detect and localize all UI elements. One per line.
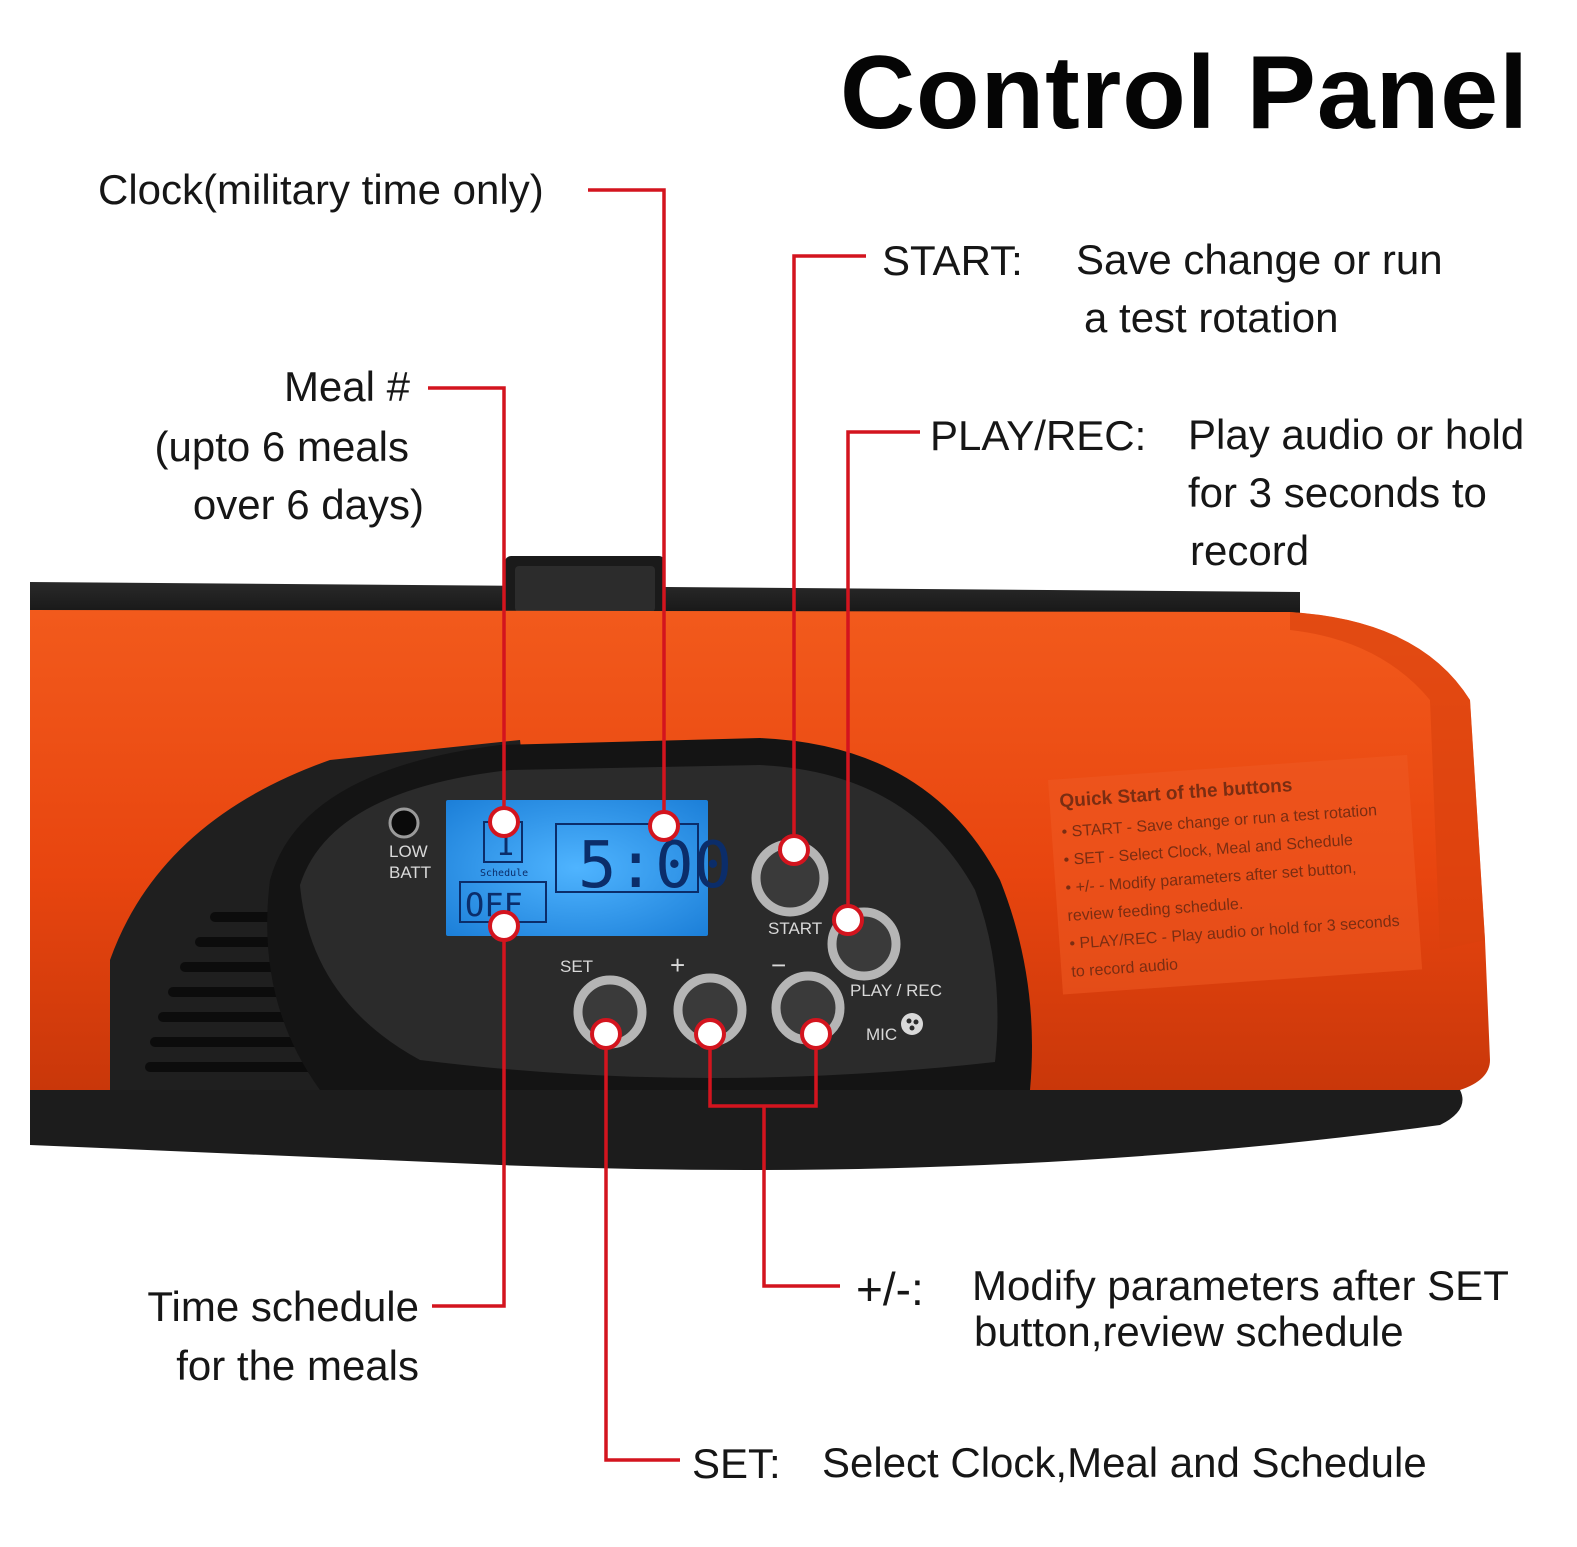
low-batt-indicator xyxy=(388,807,420,839)
meal-callout-line-2: (upto 6 meals xyxy=(154,423,409,470)
start-callout-line-2: a test rotation xyxy=(1084,294,1339,341)
play-rec-callout-line-1: Play audio or hold xyxy=(1188,411,1525,458)
schedule-marker xyxy=(488,910,520,942)
clock-leader xyxy=(588,188,666,826)
set-callout-line-1: Select Clock,Meal and Schedule xyxy=(822,1439,1427,1486)
play-rec-button-label: PLAY / REC xyxy=(850,981,942,1000)
minus-marker xyxy=(800,1018,832,1050)
low-batt-label-1: LOW xyxy=(389,842,428,861)
start-marker xyxy=(778,834,810,866)
play-rec-marker xyxy=(832,904,864,936)
plus-minus-leader xyxy=(708,1034,818,1108)
minus-button-label: − xyxy=(771,950,786,980)
base xyxy=(30,1090,1463,1170)
set-leader xyxy=(604,1034,680,1462)
meal-callout-line-1: Meal # xyxy=(283,363,410,410)
schedule-leader xyxy=(432,926,506,1308)
mic-label: MIC xyxy=(866,1025,897,1044)
play-rec-callout-line-3: record xyxy=(1190,527,1310,574)
schedule-callout-line-2: for the meals xyxy=(176,1342,419,1389)
low-batt-label-2: BATT xyxy=(389,863,431,882)
set-marker xyxy=(590,1018,622,1050)
page-title: Control Panel xyxy=(839,35,1529,151)
clock-marker xyxy=(648,810,680,842)
plus-minus-leader-stem xyxy=(762,1106,840,1288)
quick-start-sticker: Quick Start of the buttons • START - Sav… xyxy=(1048,754,1423,995)
set-callout-heading: SET: xyxy=(692,1440,781,1487)
start-callout-line-1: Save change or run xyxy=(1076,236,1443,283)
plus-button-label: + xyxy=(670,950,685,980)
schedule-callout-line-1: Time schedule xyxy=(147,1283,419,1330)
lcd-schedule-label: Schedule xyxy=(480,868,528,879)
mic-icon xyxy=(901,1013,923,1035)
plus-minus-callout-line-2: button,review schedule xyxy=(974,1308,1404,1355)
plus-minus-callout-heading: +/-: xyxy=(856,1263,924,1315)
meal-leader xyxy=(428,386,506,822)
play-rec-callout-line-2: for 3 seconds to xyxy=(1188,469,1487,516)
play-rec-leader xyxy=(846,430,920,920)
start-callout-heading: START: xyxy=(882,237,1023,284)
clock-callout: Clock(military time only) xyxy=(98,166,544,213)
meal-callout-line-3: over 6 days) xyxy=(192,481,424,528)
play-rec-callout-heading: PLAY/REC: xyxy=(930,412,1147,459)
plus-minus-callout-line-1: Modify parameters after SET xyxy=(972,1262,1509,1309)
plus-marker xyxy=(694,1018,726,1050)
lcd-time: 5:00 xyxy=(578,829,732,903)
start-leader xyxy=(792,254,866,850)
start-button-label: START xyxy=(768,919,822,938)
set-button-label: SET xyxy=(560,957,593,976)
meal-marker xyxy=(488,806,520,838)
